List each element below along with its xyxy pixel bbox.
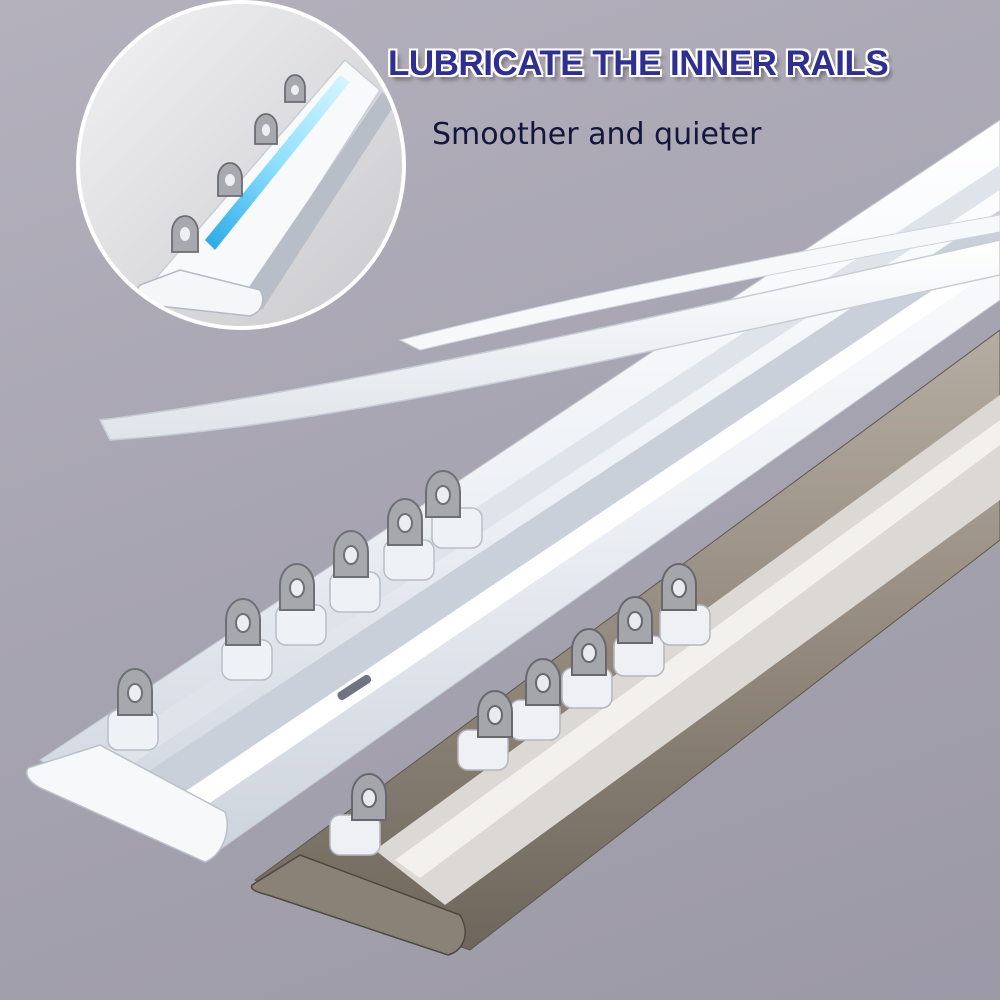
hook-gliders-white [107,507,483,751]
hook-gliders-bronze [329,604,711,856]
lubricant-highlight [205,75,350,250]
rail-slot [337,674,372,701]
magnifier-inset [76,0,406,330]
headline: LUBRICATE THE INNER RAILS [388,44,889,83]
bronze-end-cap [250,854,466,956]
lubricating-strip [98,214,1000,441]
hooks-bronze [351,563,697,821]
hooks-white [117,470,461,716]
white-end-cap [26,744,229,863]
subheadline: Smoother and quieter [432,117,762,152]
